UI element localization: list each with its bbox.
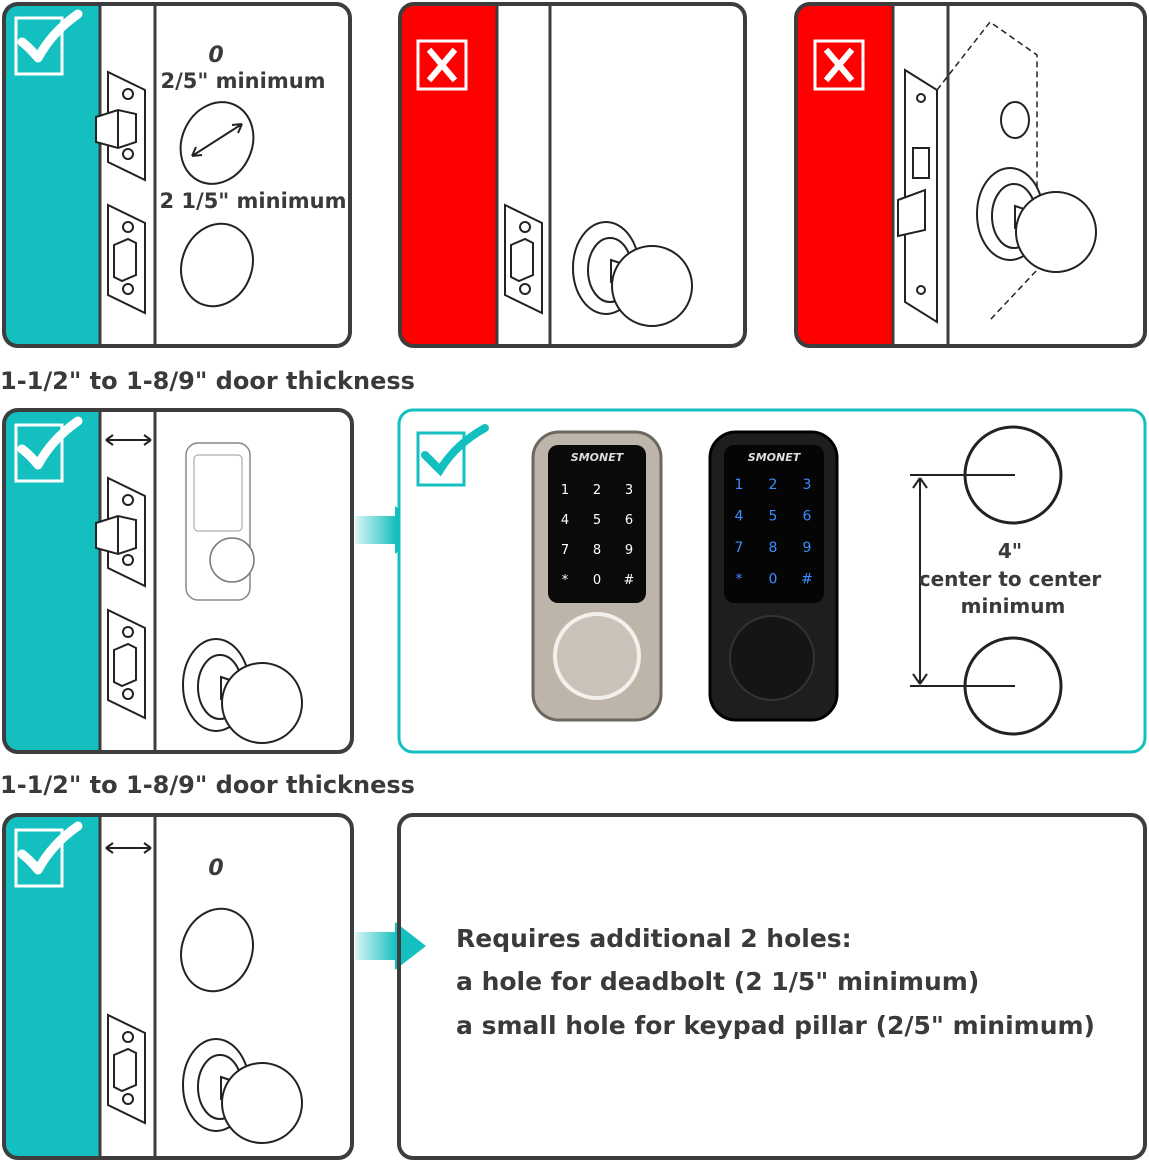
keypad-key: 1 <box>561 483 569 498</box>
keypad-key: 3 <box>803 477 812 493</box>
distance-label-line1: center to center <box>919 567 1102 591</box>
distance-dimension: 4" center to center minimum <box>910 425 1102 736</box>
keypad-key: 2 <box>593 483 601 498</box>
requirements-line-pillar: a small hole for keypad pillar (2/5" min… <box>456 1011 1095 1040</box>
keypad-lock-outline-icon <box>185 442 255 601</box>
door-face-teal <box>4 4 100 346</box>
keypad-key: 6 <box>803 509 812 525</box>
keypad-key: 4 <box>735 509 744 525</box>
panel-requirements: Requires additional 2 holes: a hole for … <box>397 813 1147 1160</box>
latch-strike-icon <box>107 204 146 314</box>
deadbolt-strike-icon <box>95 71 146 181</box>
smart-lock-matte-black: SMONET <box>708 430 839 722</box>
mortise-lock-icon <box>897 20 1038 324</box>
keypad-key: 9 <box>803 540 812 556</box>
brand-logo: SMONET <box>571 451 625 464</box>
keypad-key: 4 <box>561 513 569 528</box>
pillar-hole-label: 2/5" minimum <box>160 69 325 93</box>
requirements-title: Requires additional 2 holes: <box>456 924 852 953</box>
panel-ok-existing-holes: 0 2/5" minimum 2 1/5" minimum <box>2 2 352 348</box>
pillar-hole-mark: 0 <box>208 43 223 68</box>
keypad-key: 7 <box>735 540 744 556</box>
keypad-key: 1 <box>735 477 744 493</box>
bore-hole-icon <box>180 222 254 308</box>
distance-value: 4" <box>998 539 1022 563</box>
panel-ok-knob-only: 0 <box>2 813 354 1160</box>
brand-logo: SMONET <box>748 451 802 464</box>
keypad-key: 3 <box>625 483 633 498</box>
keypad-key: * <box>562 573 569 588</box>
panel-bad-mortise <box>794 2 1147 348</box>
keypad-key: # <box>624 573 635 588</box>
arrow-right-icon <box>355 922 426 970</box>
check-icon <box>416 424 489 487</box>
keypad-key: 8 <box>769 540 778 556</box>
keypad-key: 6 <box>625 513 633 528</box>
panel-ok-deadbolt-and-knob <box>2 408 354 754</box>
keypad-key: 8 <box>593 543 601 558</box>
door-thickness-label: 1-1/2" to 1-8/9" door thickness <box>0 367 415 395</box>
door-face-teal <box>4 815 100 1158</box>
door-thickness-label: 1-1/2" to 1-8/9" door thickness <box>0 771 415 799</box>
keypad-key: 5 <box>593 513 601 528</box>
deadbolt-hole-label: 2 1/5" minimum <box>159 189 346 213</box>
keypad-key: 5 <box>769 509 778 525</box>
latch-strike-icon <box>504 204 543 314</box>
deadbolt-hole-icon <box>179 101 255 185</box>
deadbolt-hole-icon <box>180 907 254 993</box>
keypad-key: 7 <box>561 543 569 558</box>
keypad-key: 0 <box>769 572 778 588</box>
door-knob-icon <box>572 221 693 327</box>
smart-lock-satin-nickel: SMONET <box>531 430 663 722</box>
door-face-teal <box>4 410 100 752</box>
deadbolt-strike-icon <box>95 477 146 587</box>
thickness-arrow-icon <box>105 842 152 854</box>
keypad-key: # <box>801 572 813 588</box>
thickness-arrow-icon <box>105 434 152 446</box>
pillar-hole-mark: 0 <box>208 856 223 881</box>
door-knob-icon <box>182 1038 303 1144</box>
distance-label-line2: minimum <box>961 594 1066 618</box>
keypad-key: * <box>736 572 743 588</box>
door-knob-icon <box>182 638 303 744</box>
latch-strike-icon <box>107 1014 146 1124</box>
requirements-line-deadbolt: a hole for deadbolt (2 1/5" minimum) <box>456 967 979 996</box>
panel-bad-knob-only <box>398 2 747 348</box>
keypad-key: 0 <box>593 573 601 588</box>
latch-strike-icon <box>107 609 146 719</box>
keypad-key: 9 <box>625 543 633 558</box>
keypad-key: 2 <box>769 477 778 493</box>
